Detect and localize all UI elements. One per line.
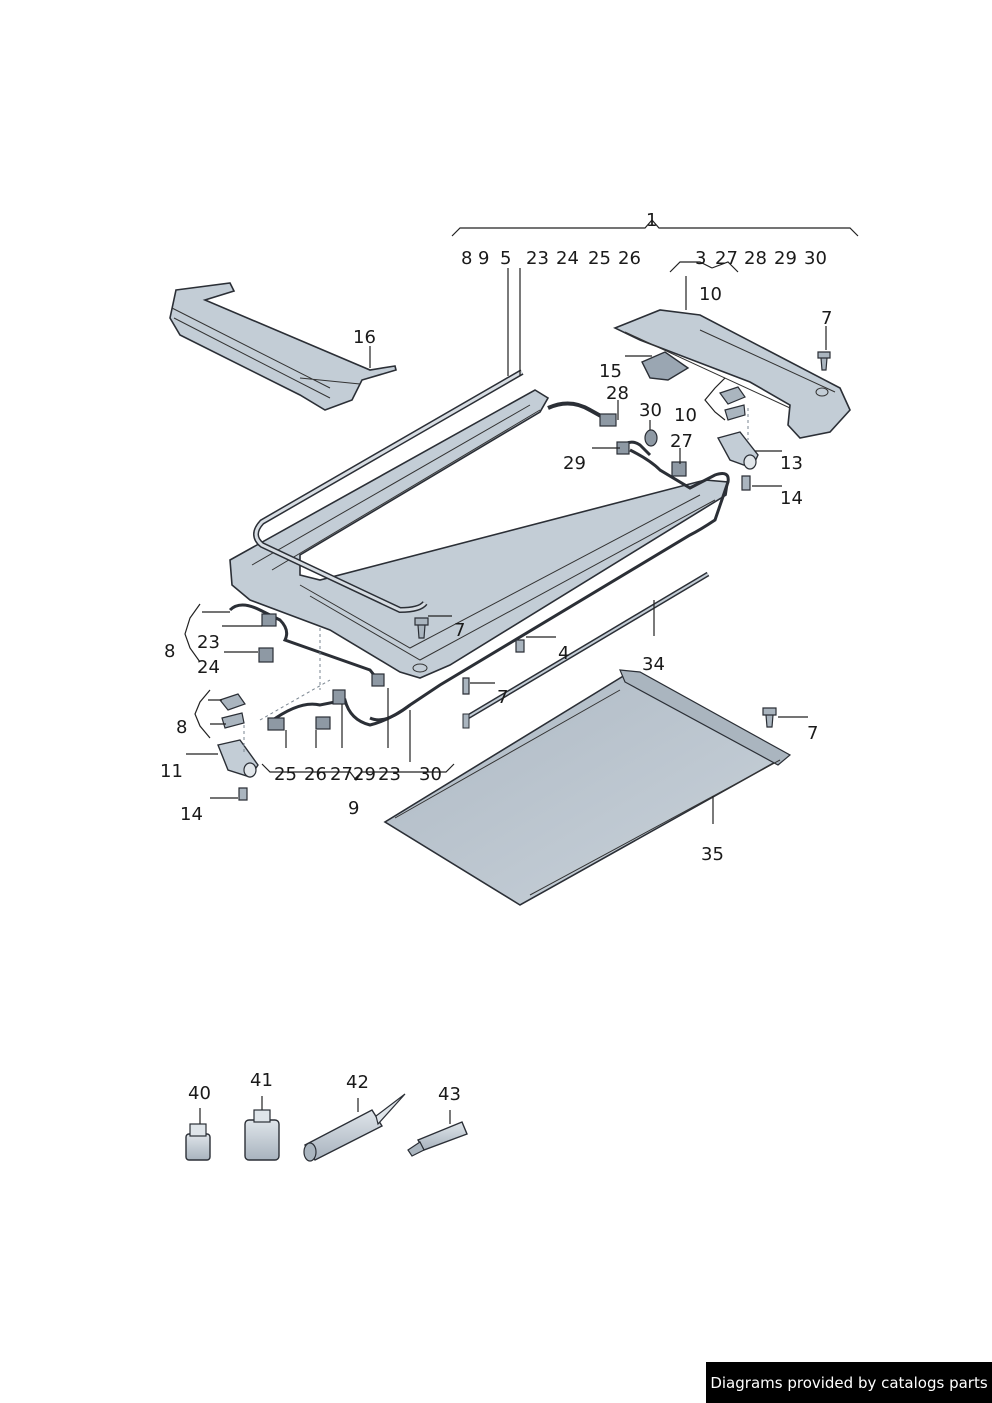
callout-28: 28 bbox=[606, 383, 629, 404]
tube-part-43 bbox=[407, 1121, 468, 1157]
screw-part-14-a bbox=[741, 475, 751, 491]
callout-1: 1 bbox=[646, 210, 657, 231]
callout-34: 34 bbox=[642, 654, 665, 675]
callout-30: 30 bbox=[639, 400, 662, 421]
callout-26: 26 bbox=[304, 764, 327, 785]
grease-tub-part-41 bbox=[244, 1109, 280, 1161]
callout-8: 8 bbox=[164, 641, 175, 662]
callout-27: 27 bbox=[715, 248, 738, 269]
credit-text: Diagrams provided by catalogs parts bbox=[710, 1373, 988, 1392]
callout-25: 25 bbox=[588, 248, 611, 269]
callout-29: 29 bbox=[563, 453, 586, 474]
cartridge-part-42 bbox=[303, 1093, 406, 1162]
credit-footer: Diagrams provided by catalogs parts bbox=[706, 1362, 992, 1403]
callout-35: 35 bbox=[701, 844, 724, 865]
drain-hose-part-5 bbox=[253, 369, 524, 614]
callout-7: 7 bbox=[821, 308, 832, 329]
bolt-part-7-d bbox=[762, 707, 777, 728]
callout-30: 30 bbox=[419, 764, 442, 785]
motor-part-11 bbox=[217, 739, 259, 778]
callout-7: 7 bbox=[454, 620, 465, 641]
pad-part-15 bbox=[641, 351, 690, 381]
callout-27: 27 bbox=[330, 764, 353, 785]
callout-14: 14 bbox=[780, 488, 803, 509]
callout-10: 10 bbox=[674, 405, 697, 426]
callout-23: 23 bbox=[197, 632, 220, 653]
callout-24: 24 bbox=[556, 248, 579, 269]
callout-41: 41 bbox=[250, 1070, 273, 1091]
guide-rail-part-34 bbox=[462, 571, 710, 729]
callout-23: 23 bbox=[526, 248, 549, 269]
callout-labels: 1 8 9 5 23 24 25 26 3 27 28 29 30 10 7 1… bbox=[160, 210, 832, 1105]
callout-8: 8 bbox=[461, 248, 472, 269]
callout-40: 40 bbox=[188, 1083, 211, 1104]
bolt-part-7-c bbox=[462, 677, 470, 695]
screw-part-4 bbox=[515, 639, 525, 653]
callout-15: 15 bbox=[599, 361, 622, 382]
callout-8: 8 bbox=[176, 717, 187, 738]
parts-diagram: 1 8 9 5 23 24 25 26 3 27 28 29 30 10 7 1… bbox=[160, 210, 859, 1162]
bolt-part-7-a bbox=[817, 351, 831, 371]
callout-11: 11 bbox=[160, 761, 183, 782]
callout-28: 28 bbox=[744, 248, 767, 269]
clips-left bbox=[218, 693, 246, 729]
callout-16: 16 bbox=[353, 327, 376, 348]
reference-lines bbox=[243, 408, 749, 755]
cable-harness-left bbox=[228, 603, 411, 731]
sun-blind-part-35 bbox=[383, 669, 792, 906]
callout-3: 3 bbox=[695, 248, 706, 269]
wind-deflector-part-16 bbox=[169, 282, 397, 411]
grease-tub-part-40 bbox=[185, 1123, 211, 1161]
motor-part-13 bbox=[716, 431, 759, 470]
callout-9: 9 bbox=[478, 248, 489, 269]
leader-lines bbox=[184, 219, 859, 1126]
callout-42: 42 bbox=[346, 1072, 369, 1093]
callout-26: 26 bbox=[618, 248, 641, 269]
callout-14: 14 bbox=[180, 804, 203, 825]
bolt-part-7-b bbox=[414, 617, 429, 639]
callout-9: 9 bbox=[348, 798, 359, 819]
callout-29: 29 bbox=[353, 764, 376, 785]
callout-13: 13 bbox=[780, 453, 803, 474]
callout-4: 4 bbox=[558, 643, 569, 664]
screw-part-14-b bbox=[238, 787, 248, 801]
clips-right bbox=[719, 386, 746, 421]
callout-10: 10 bbox=[699, 284, 722, 305]
callout-27: 27 bbox=[670, 431, 693, 452]
callout-29: 29 bbox=[774, 248, 797, 269]
callout-7: 7 bbox=[807, 723, 818, 744]
callout-24: 24 bbox=[197, 657, 220, 678]
callout-43: 43 bbox=[438, 1084, 461, 1105]
callout-5: 5 bbox=[500, 248, 511, 269]
callout-25: 25 bbox=[274, 764, 297, 785]
callout-23: 23 bbox=[378, 764, 401, 785]
callout-7: 7 bbox=[497, 687, 508, 708]
callout-30: 30 bbox=[804, 248, 827, 269]
rear-panel-part-10 bbox=[613, 309, 851, 439]
